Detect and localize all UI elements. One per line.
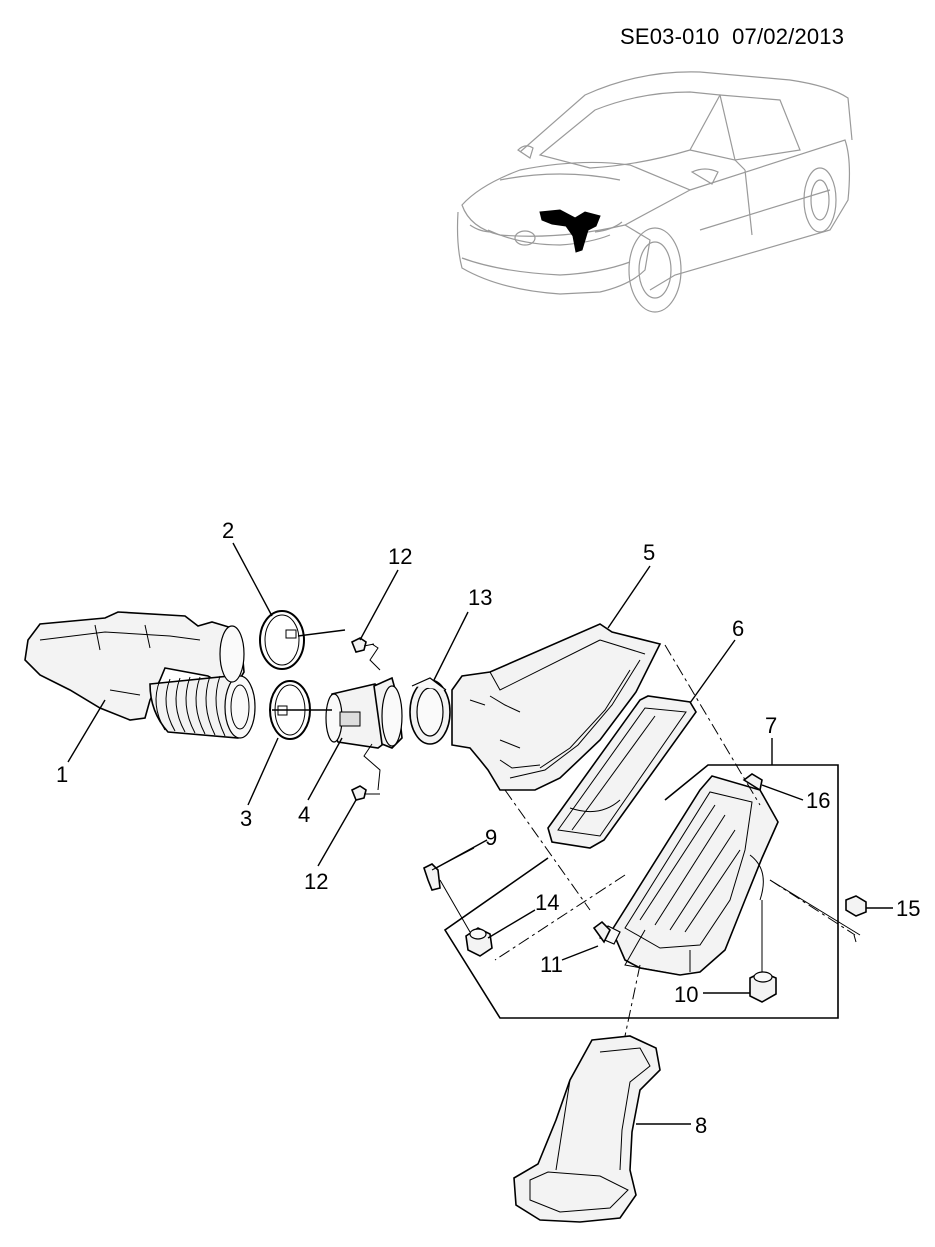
part-7-lower-housing-box <box>443 764 839 1019</box>
callout-4: 4 <box>298 802 310 827</box>
callout-7: 7 <box>765 713 777 738</box>
callout-1: 1 <box>56 762 68 787</box>
callout-12-upper: 12 <box>388 544 412 569</box>
part-1-intake-duct <box>24 611 256 739</box>
part-2-hose-clamp <box>259 610 305 670</box>
callout-14: 14 <box>535 890 559 915</box>
leader-lines <box>67 542 893 1125</box>
vehicle-locator-illustration <box>456 71 853 313</box>
part-11-clip <box>592 920 611 944</box>
part-12-screw-lower <box>350 743 381 801</box>
callout-10: 10 <box>674 982 698 1007</box>
part-5-air-cleaner-cover <box>451 623 662 791</box>
part-4-mass-airflow-sensor <box>325 676 403 749</box>
part-12-screw-upper <box>350 637 381 671</box>
callout-11: 11 <box>540 952 563 977</box>
callout-13: 13 <box>468 585 492 610</box>
part-9-bolt <box>423 847 475 891</box>
callout-15: 15 <box>896 896 920 921</box>
part-14-grommet <box>439 879 493 957</box>
alignment-centerlines <box>494 644 857 1037</box>
part-16-clip <box>742 773 763 792</box>
part-10-grommet <box>749 900 777 1003</box>
callout-5: 5 <box>643 540 655 565</box>
callout-9: 9 <box>485 825 497 850</box>
callout-3: 3 <box>240 806 252 831</box>
callout-16: 16 <box>806 788 830 813</box>
callout-12-lower: 12 <box>304 869 328 894</box>
part-6-filter-element <box>547 695 697 849</box>
part-15-nut <box>769 879 867 936</box>
callout-8: 8 <box>695 1113 707 1138</box>
callout-2: 2 <box>222 518 234 543</box>
part-8-lower-duct <box>513 1035 661 1223</box>
highlighted-air-intake-shape <box>539 209 601 253</box>
callout-6: 6 <box>732 616 744 641</box>
diagram-reference-code: SE03-010 07/02/2013 <box>620 24 845 49</box>
part-13-gasket <box>409 677 451 745</box>
